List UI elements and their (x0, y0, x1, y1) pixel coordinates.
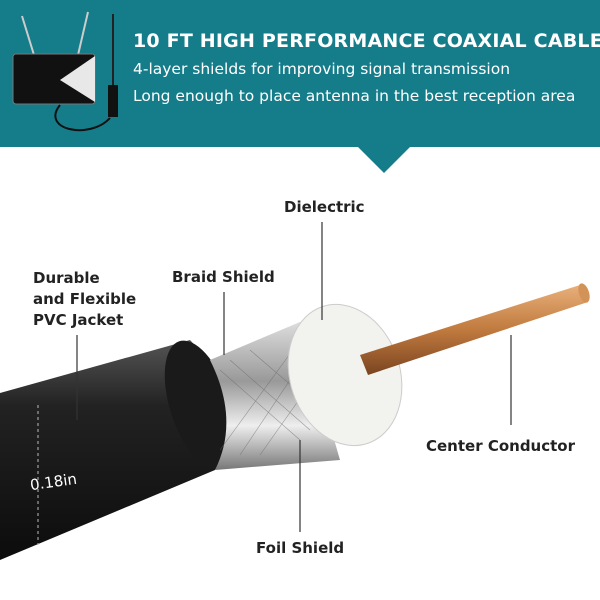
label-braid-shield: Braid Shield (172, 268, 275, 286)
label-jacket-line-1: Durable (33, 269, 100, 287)
center-conductor (360, 285, 588, 375)
header-subtitle-1: 4-layer shields for improving signal tra… (133, 60, 511, 78)
label-dielectric: Dielectric (284, 198, 365, 216)
label-jacket-line-2: and Flexible (33, 290, 137, 308)
header-subtitle-2: Long enough to place antenna in the best… (133, 87, 576, 105)
pvc-jacket (0, 340, 220, 560)
antenna-product-image (12, 11, 118, 132)
banner-pointer (357, 146, 411, 173)
label-center-conductor: Center Conductor (426, 437, 575, 455)
label-jacket: Durable and Flexible PVC Jacket (33, 268, 136, 331)
label-jacket-line-3: PVC Jacket (33, 311, 124, 329)
label-foil-shield: Foil Shield (256, 539, 345, 557)
header-banner (0, 0, 600, 147)
header-title: 10 FT HIGH PERFORMANCE COAXIAL CABLE (133, 30, 600, 52)
